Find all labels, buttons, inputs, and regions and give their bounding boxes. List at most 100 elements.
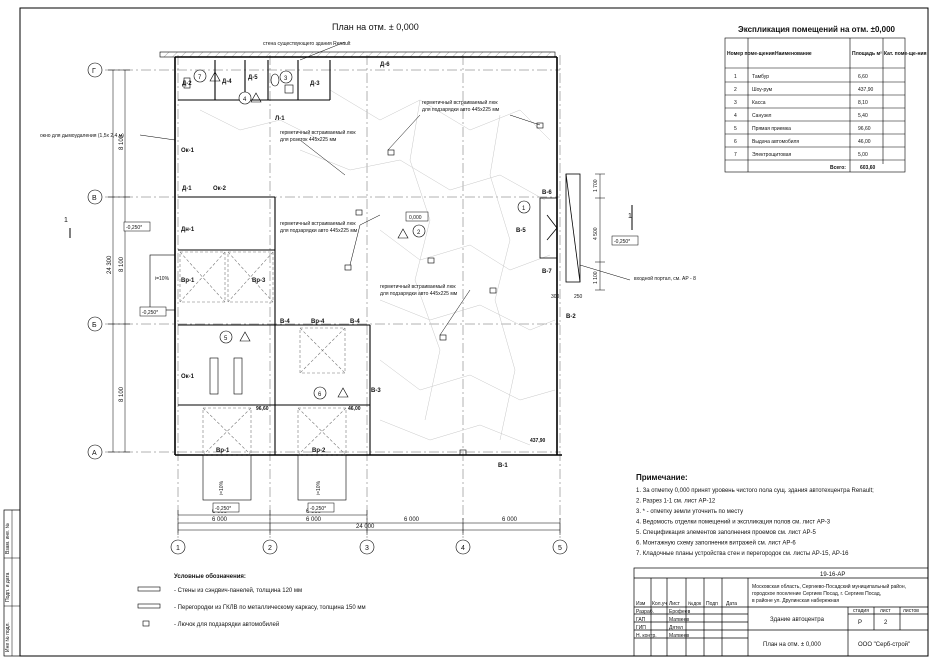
sheet-frame (19, 7, 929, 657)
table-total-value: 603,60 (860, 165, 876, 171)
table-cell-area: 5,00 (858, 152, 868, 158)
hatch-note-1a: герметичный встраиваемый люк (422, 99, 498, 106)
table-cell-num: 4 (734, 113, 737, 119)
mark-v2: В-2 (566, 314, 576, 320)
mark-d3: Д-3 (310, 81, 320, 87)
leader-lines (139, 41, 631, 336)
mark-vr3: Вр-3 (252, 278, 266, 284)
mark-v4-right: В-4 (350, 319, 360, 325)
hatch-note-2a: герметичный встраиваемый люк (280, 129, 356, 136)
portal-dimensions (595, 173, 605, 291)
table-header-number: Номер поме-щения (727, 51, 775, 57)
table-cell-name: Тамбур (752, 74, 769, 80)
note-smoke-window: окно для дымоудаления (1,5х 2,4 м) (40, 133, 124, 139)
table-cell-name: Санузел (752, 113, 772, 119)
element-marks: Д-2 Д-4 Д-5 Д-3 Д-6 Л-1 Ок-1 Д-1 Ок-2 Дн… (181, 62, 576, 469)
mark-d4: Д-4 (222, 79, 232, 85)
mark-vr1-bottom: Вр-1 (216, 448, 230, 454)
stamp-address-2: городское поселение Сергиев Посад, г. Се… (752, 591, 881, 597)
axis-row-a: А (92, 450, 97, 457)
note-item: 5. Спецификация элементов заполнения про… (636, 530, 816, 536)
table-cell-area: 5,40 (858, 113, 868, 119)
mark-v6: В-6 (542, 190, 552, 196)
room-table (724, 37, 906, 173)
mark-v3: В-3 (371, 388, 381, 394)
dim-col-4: 6 000 (502, 517, 518, 523)
stamp-role-2: ГАП (636, 617, 646, 623)
plan-title: План на отм. ± 0,000 (332, 22, 419, 32)
section-mark-left: 1 (64, 217, 68, 224)
note-item: 2. Разрез 1-1 см. лист АР-12 (636, 499, 716, 505)
stamp-company: ООО "Серб-строй" (858, 641, 910, 648)
mark-d2: Д-2 (182, 81, 192, 87)
stamp-name-3: Дятел (669, 625, 683, 631)
room-1-num: 1 (522, 206, 526, 212)
stamp-role-3: ГИП (636, 625, 646, 631)
area-room-6: 46,00 (348, 406, 361, 412)
note-existing-wall: стена существующего здания Renault (263, 41, 351, 47)
axis-col-2: 2 (268, 545, 272, 552)
table-cell-num: 7 (734, 152, 737, 158)
mark-dn1: Дн-1 (181, 227, 195, 233)
elev-2: -0,250* (142, 310, 158, 316)
dimension-cols (177, 510, 561, 535)
room-6-num: 6 (318, 392, 322, 398)
legend-title: Условные обозначения: (174, 573, 246, 580)
room-7-num: 7 (198, 75, 202, 81)
dim-portal-2: 4 500 (593, 227, 599, 240)
mark-v5: В-5 (516, 228, 526, 234)
sanitary-fixtures (183, 73, 294, 94)
hatch-note-4a: герметичный встраиваемый люк (380, 283, 456, 290)
section-cut-1 (69, 205, 633, 238)
elevation-marks: -0,250* -0,250* -0,250* -0,250* -0,250* … (123, 211, 639, 513)
side-strip: Взам. инв. № Подп. и дата Инв № подл. (3, 509, 21, 657)
axis-col-1: 1 (176, 545, 180, 552)
table-title: Экспликация помещений на отм. ±0,000 (738, 25, 896, 34)
dim-col-2: 6 000 (306, 517, 322, 523)
stamp-sheet-label: лист (880, 608, 891, 614)
mark-v1: В-1 (498, 463, 508, 469)
table-cell-area: 8,10 (858, 100, 868, 106)
elev-4: -0,250* (310, 506, 326, 512)
stamp-role-1: Разраб. (636, 609, 654, 615)
charging-hatches (344, 122, 544, 456)
room-3-num: 3 (284, 76, 288, 82)
mark-d5: Д-5 (248, 75, 258, 81)
hatch-note-2b: для розеток 445х225 мм (280, 137, 337, 143)
dim-col-3: 6 000 (404, 517, 420, 523)
axis-row-b: Б (92, 322, 97, 329)
stamp-address-3: в районе ул. Друлинская набережная (752, 597, 839, 604)
table-cell-name: Прямая приемка (752, 126, 791, 132)
notes-title: Примечание: (636, 473, 688, 482)
dim-row-2: 8 100 (119, 256, 125, 272)
table-cell-name: Шоу-рум (752, 87, 773, 93)
gate-openings (179, 251, 347, 456)
side-label-inventory: Инв № подл. (5, 622, 11, 652)
mark-d6: Д-6 (380, 62, 390, 68)
axis-grid (105, 55, 561, 540)
note-item: 7. Кладочные планы устройства стен и пер… (636, 550, 849, 557)
floor-pattern (199, 89, 556, 446)
mark-vr2: Вр-2 (312, 448, 326, 454)
dim-row-3: 8 100 (119, 386, 125, 402)
stamp-object: Здание автоцентра (770, 617, 825, 623)
mark-ok2: Ок-2 (213, 186, 227, 192)
axis-markers: Г В Б А 1 2 3 4 5 (87, 62, 568, 555)
side-label-sign: Подп. и дата (5, 572, 11, 602)
table-cell-area: 46,00 (858, 139, 871, 145)
stamp-address-1: Московская область, Сергиево-Посадский м… (752, 583, 906, 590)
mark-ok1-bottom: Ок-1 (181, 374, 195, 380)
note-item: 6. Монтажную схему заполнения витражей с… (636, 540, 796, 547)
stamp-sheet: 2 (884, 620, 888, 626)
hatch-note-3b: для подзарядки авто 445х225 мм (280, 228, 358, 234)
side-label-replace: Взам. инв. № (5, 523, 11, 554)
table-cell-area: 6,60 (858, 74, 868, 80)
legend-symbols (137, 586, 161, 627)
table-cell-num: 2 (734, 87, 737, 93)
axis-col-3: 3 (365, 545, 369, 552)
table-cell-area: 437,90 (858, 87, 874, 93)
table-cell-name: Электрощитовая (752, 152, 792, 158)
dim-250: 250 (574, 294, 583, 300)
mark-vr1-left: Вр-1 (181, 278, 195, 284)
stamp-stage: Р (858, 620, 862, 626)
